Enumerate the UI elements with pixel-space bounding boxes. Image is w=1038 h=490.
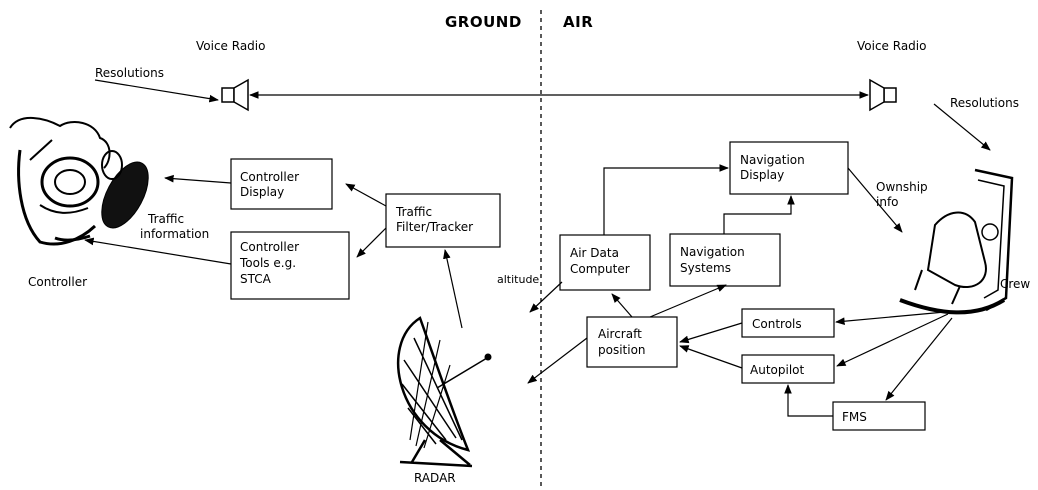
crew-icon (899, 168, 1014, 315)
speaker-left-icon (221, 78, 249, 112)
crew-label: Crew (1000, 277, 1030, 291)
svg-text:Controls: Controls (752, 317, 802, 331)
svg-text:Autopilot: Autopilot (750, 363, 804, 377)
ground-header: GROUND (445, 13, 522, 31)
controls-box: Controls (741, 308, 835, 338)
air-header: AIR (563, 13, 593, 31)
autopilot-box: Autopilot (741, 354, 835, 384)
ownship-info-label: Ownship info (876, 180, 932, 209)
resolutions-right-label: Resolutions (950, 96, 1019, 110)
fms-box: FMS (832, 401, 926, 431)
svg-text:FMS: FMS (842, 410, 867, 424)
voice-radio-left-label: Voice Radio (196, 39, 265, 53)
altitude-label: altitude (497, 273, 539, 286)
speaker-right-icon (869, 78, 897, 112)
voice-radio-right-label: Voice Radio (857, 39, 926, 53)
connectors (84, 79, 991, 417)
radar-icon (396, 316, 492, 468)
controller-label: Controller (28, 275, 87, 289)
traffic-information-label: Traffic information (140, 212, 209, 241)
radar-label: RADAR (414, 471, 456, 485)
resolutions-left-label: Resolutions (95, 66, 164, 80)
controller-icon (9, 117, 149, 246)
